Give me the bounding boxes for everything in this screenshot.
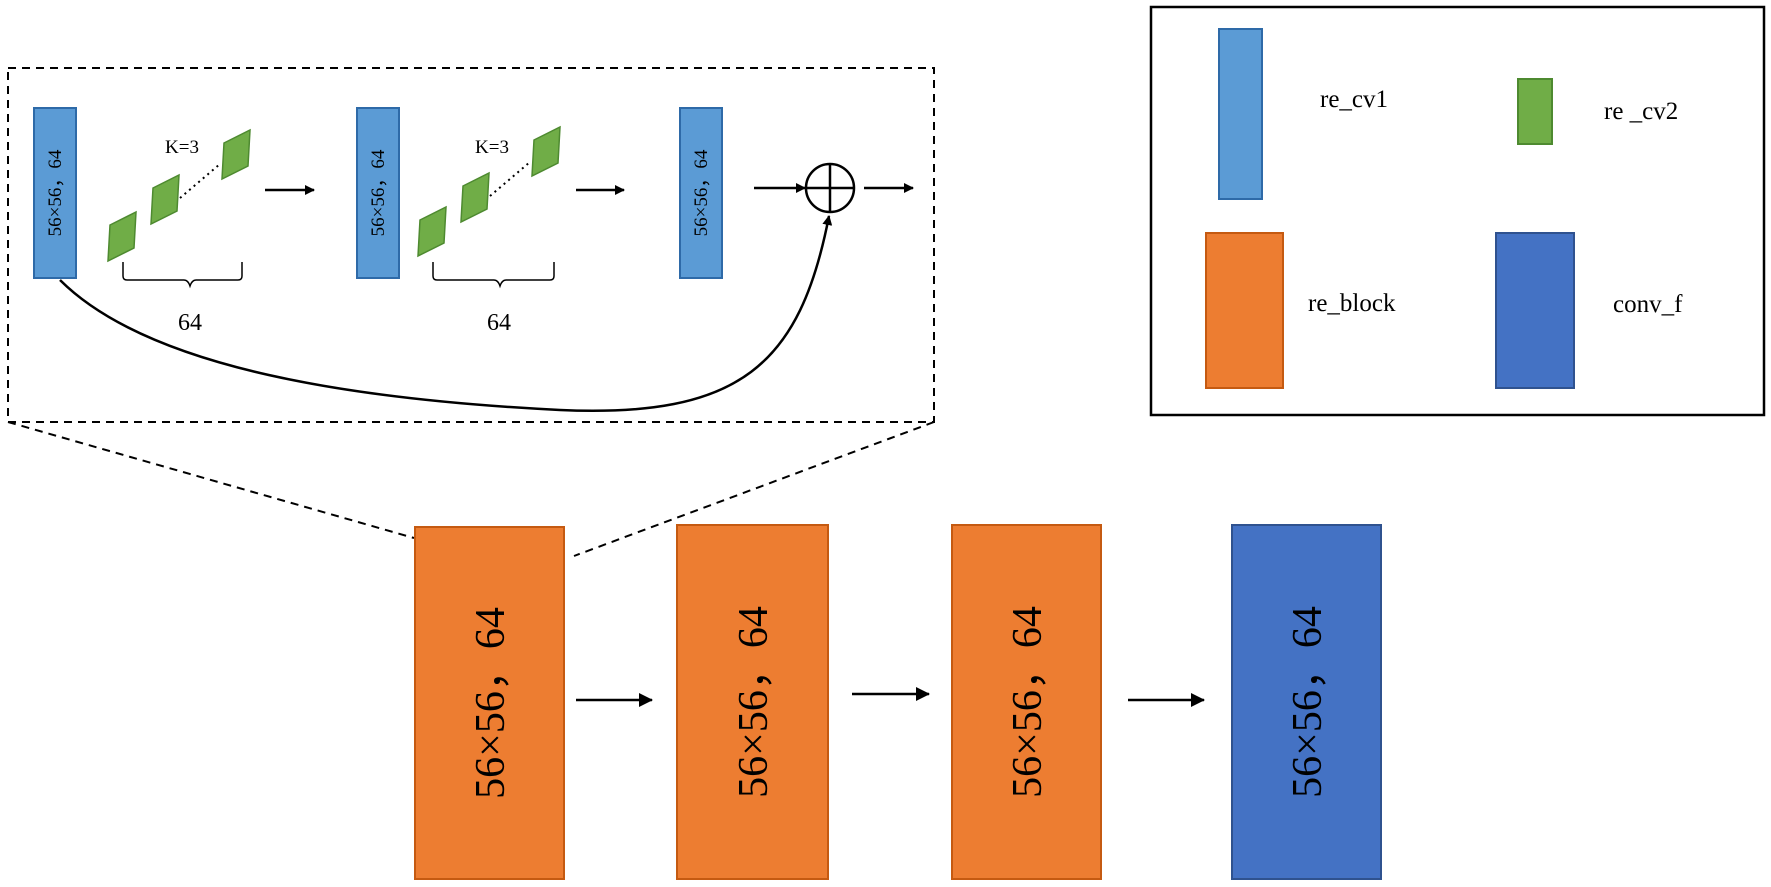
- re-block-2: [676, 524, 829, 880]
- legend-label-re-cv1: re_cv1: [1320, 86, 1388, 113]
- re-cv2-kernel: [150, 173, 180, 226]
- legend-label-conv-f: conv_f: [1613, 291, 1683, 318]
- legend-swatch-re-block: [1205, 232, 1284, 389]
- legend-swatch-re-cv1: [1218, 28, 1263, 200]
- legend-label-re-cv2: re _cv2: [1604, 98, 1678, 125]
- kernel-group-2: K=3 64: [417, 125, 561, 336]
- legend: re_cv1 re _cv2 re_block conv_f: [1149, 5, 1766, 417]
- re-block-1: [414, 526, 565, 880]
- conv-f-label: 56×56，64: [1285, 606, 1331, 798]
- re-block-3-label: 56×56，64: [1005, 606, 1051, 798]
- re-cv1-feature-1: [33, 107, 77, 279]
- kernel-size-label-1: K=3: [165, 137, 199, 158]
- kernel-count-label-2: 64: [487, 310, 511, 336]
- feature-1-label: 56×56，64: [45, 149, 66, 236]
- re-block-2-label: 56×56，64: [731, 606, 777, 798]
- residual-block-detail: 56×56，64 K=3 64 56×56，64 K=3 64: [7, 67, 935, 423]
- re-cv2-kernel: [460, 171, 490, 224]
- main-pipeline: 56×56，64 56×56，64 56×56，64 56×56，64: [414, 524, 1382, 880]
- circled-plus-icon: [804, 162, 856, 214]
- legend-swatch-conv-f: [1495, 232, 1575, 389]
- feature-3-label: 56×56，64: [691, 149, 712, 236]
- detail-dashed-frame: [7, 67, 935, 423]
- kernel-count-label-1: 64: [178, 310, 202, 336]
- re-cv2-kernel: [221, 128, 251, 181]
- legend-swatch-re-cv2: [1517, 78, 1553, 145]
- re-block-1-label: 56×56，64: [468, 607, 514, 799]
- kernel-ellipsis-dots: [179, 163, 221, 199]
- re-cv2-kernel: [417, 205, 447, 258]
- re-cv2-kernel: [107, 210, 137, 263]
- re-block-3: [951, 524, 1102, 880]
- kernel-group-1: K=3 64: [107, 128, 251, 336]
- legend-label-re-block: re_block: [1308, 290, 1396, 317]
- kernel-ellipsis-dots: [489, 161, 531, 197]
- kernel-brace-1: [122, 262, 243, 289]
- re-cv2-kernel: [531, 125, 561, 178]
- re-cv1-feature-2: [356, 107, 400, 279]
- zoom-guide-line-left: [7, 421, 415, 539]
- re-cv1-feature-3: [679, 107, 723, 279]
- conv-f-block: [1231, 524, 1382, 880]
- kernel-brace-2: [432, 262, 555, 289]
- kernel-size-label-2: K=3: [475, 137, 509, 158]
- skip-connection: [59, 215, 833, 412]
- feature-2-label: 56×56，64: [368, 149, 389, 236]
